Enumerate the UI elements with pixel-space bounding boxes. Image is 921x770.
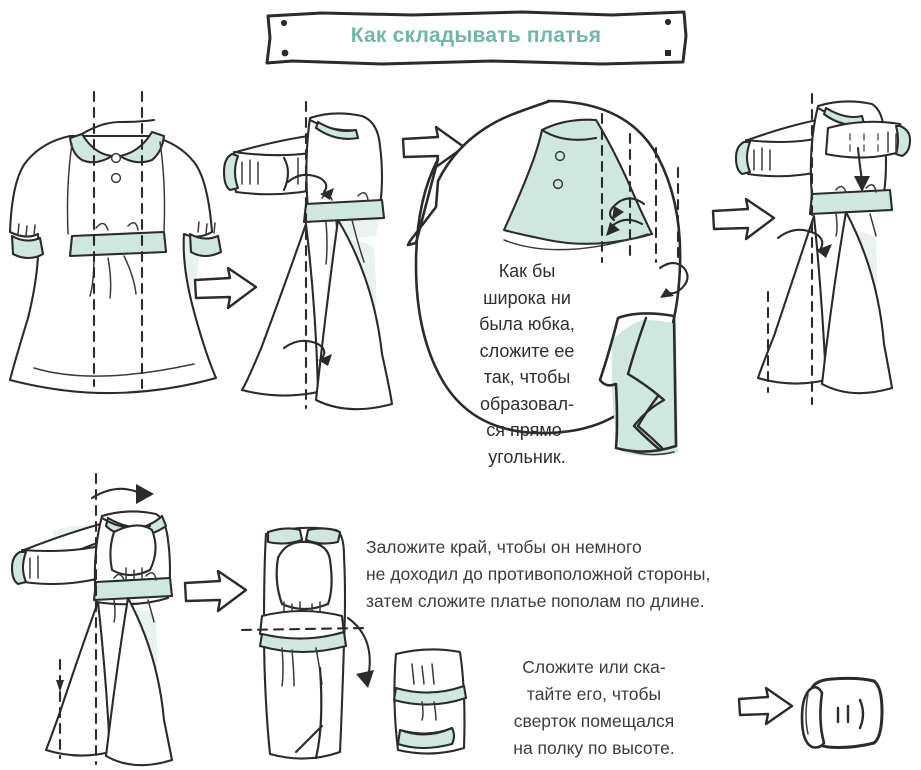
fold-line-horizontal xyxy=(240,626,370,632)
callout-line-8: угольник. xyxy=(488,446,566,467)
arrow-3 xyxy=(710,196,778,244)
banner-dot-tr xyxy=(664,18,672,26)
mid-line-3: затем сложите платье пополам по длине. xyxy=(366,591,705,611)
callout-line-4: сложите ее xyxy=(479,340,575,361)
fold-arrow-bottom xyxy=(282,339,326,360)
banner-dot-bl xyxy=(281,49,289,57)
step-9-rolled-bundle xyxy=(794,674,894,764)
callout-instruction-text: Как бы широка ни была юбка, сложите ее т… xyxy=(452,258,602,470)
page-title: Как складывать платья xyxy=(350,24,602,47)
arrow-5 xyxy=(736,686,796,730)
callout-line-3: была юбка, xyxy=(479,314,575,334)
arrow-1 xyxy=(192,265,260,313)
step-6-dress-turn-over xyxy=(10,470,210,770)
banner-dot-tl xyxy=(280,19,288,27)
step-4-folded-rectangle-result xyxy=(596,300,696,460)
wide-skirt-illustration xyxy=(498,112,688,264)
turn-over-arrow xyxy=(90,487,144,500)
mid-line-1: Заложите край, чтобы он немного xyxy=(366,537,642,557)
step-5-dress-sleeve-folded-down xyxy=(734,92,920,412)
bottom-line-3: сверток помещался xyxy=(513,711,675,731)
callout-line-6: образовал- xyxy=(479,393,575,414)
bottom-line-1: Сложите или ска- xyxy=(522,657,666,677)
rotate-arrow-small xyxy=(652,258,692,304)
banner-dot-br xyxy=(665,50,671,56)
step-1-dress-flat xyxy=(8,88,223,398)
step-8-folded-bundle xyxy=(382,644,482,764)
bottom-instruction-text: Сложите или ска- тайте его, чтобы сверто… xyxy=(468,654,720,762)
bottom-line-4: на полку по высоте. xyxy=(513,738,675,758)
callout-line-5: так, чтобы xyxy=(483,367,571,387)
step-7-narrow-strip-fold-half xyxy=(240,518,378,768)
callout-line-1: Как бы xyxy=(498,261,556,281)
mid-line-2: не доходил до противоположной стороны, xyxy=(366,564,711,584)
fold-arrow-top xyxy=(286,173,328,194)
bottom-line-2: тайте его, чтобы xyxy=(526,684,662,704)
callout-line-7: ся прямо- xyxy=(486,420,568,440)
mid-instruction-text: Заложите край, чтобы он немного не доход… xyxy=(366,534,906,615)
title-banner-frame xyxy=(265,10,688,66)
arrow-2 xyxy=(400,125,468,173)
fold-over-arrow xyxy=(346,616,371,680)
step-2-dress-folded-lengthwise xyxy=(222,100,427,415)
callout-line-2: широка ни xyxy=(483,287,571,308)
arrow-4 xyxy=(182,568,250,616)
title-banner: Как складывать платья xyxy=(262,6,690,68)
